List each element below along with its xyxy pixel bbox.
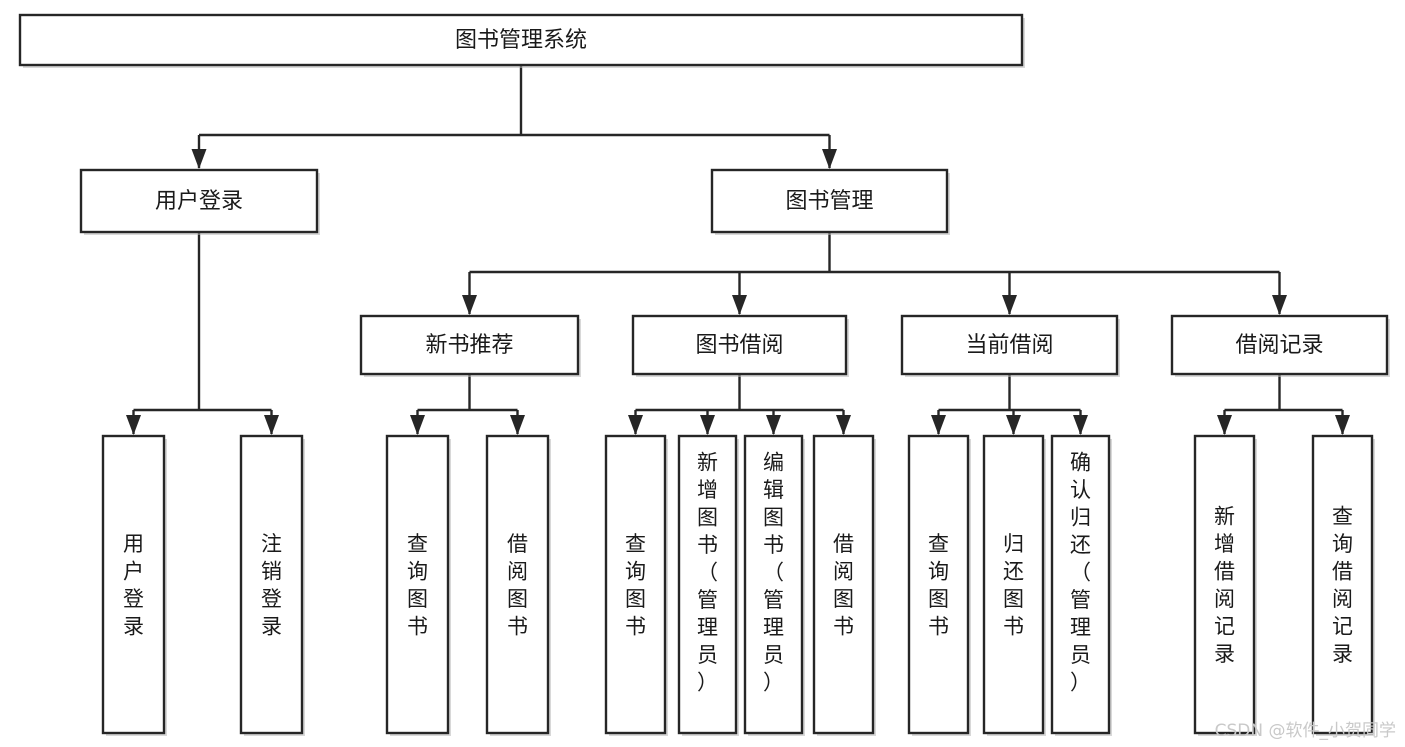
- connector-lines: [126, 65, 1350, 435]
- node-border: [359, 314, 580, 376]
- node-label: 借阅图书: [507, 532, 528, 639]
- node-border: [79, 168, 319, 234]
- node-label: 查询借阅记录: [1332, 504, 1353, 666]
- node-leaf-bb-query-book[interactable]: 查询图书: [604, 434, 668, 736]
- arrow-head: [1006, 415, 1021, 435]
- node-leaf-cb-confirm-return[interactable]: 确认归还（管理员）: [1050, 434, 1112, 736]
- node-border: [1193, 434, 1256, 735]
- node-border: [1311, 434, 1374, 735]
- arrow-head: [264, 415, 279, 435]
- arrow-head: [732, 295, 747, 315]
- node-leaf-bb-edit-book[interactable]: 编辑图书（管理员）: [743, 434, 805, 736]
- node-book-borrow[interactable]: 图书借阅: [631, 314, 849, 377]
- node-label: 当前借阅: [965, 333, 1053, 358]
- node-label: 编辑图书（管理员）: [763, 450, 784, 694]
- arrow-head: [1335, 415, 1350, 435]
- node-label: 借阅图书: [833, 532, 854, 639]
- arrow-head: [510, 415, 525, 435]
- csdn-watermark: CSDN @软件_小贺同学: [1215, 721, 1396, 741]
- node-boxes: 图书管理系统用户登录图书管理新书推荐图书借阅当前借阅借阅记录用户登录注销登录查询…: [18, 13, 1390, 736]
- arrow-head: [410, 415, 425, 435]
- arrow-head: [628, 415, 643, 435]
- node-border: [907, 434, 970, 735]
- node-label: 确认归还（管理员）: [1070, 450, 1091, 694]
- node-root[interactable]: 图书管理系统: [18, 13, 1025, 68]
- node-label: 归还图书: [1003, 532, 1024, 639]
- node-border: [485, 434, 550, 735]
- node-border: [604, 434, 667, 735]
- arrow-head: [1002, 295, 1017, 315]
- arrow-head: [1272, 295, 1287, 315]
- node-label: 查询图书: [928, 532, 949, 639]
- node-label: 新增图书（管理员）: [697, 450, 718, 694]
- node-border: [101, 434, 166, 735]
- arrow-head: [1073, 415, 1088, 435]
- node-border: [677, 434, 738, 735]
- node-border: [743, 434, 804, 735]
- node-leaf-cb-return-book[interactable]: 归还图书: [982, 434, 1046, 736]
- node-label: 新增借阅记录: [1214, 504, 1235, 666]
- node-border: [982, 434, 1045, 735]
- node-leaf-rec-borrow-book[interactable]: 借阅图书: [485, 434, 551, 736]
- node-current-borrow[interactable]: 当前借阅: [900, 314, 1120, 377]
- arrow-head: [1217, 415, 1232, 435]
- node-leaf-rec-query-book[interactable]: 查询图书: [385, 434, 451, 736]
- node-label: 图书管理系统: [455, 28, 587, 53]
- arrow-head: [700, 415, 715, 435]
- arrow-head: [931, 415, 946, 435]
- node-label: 借阅记录: [1235, 333, 1323, 358]
- node-label: 新书推荐: [425, 333, 513, 358]
- arrow-head: [462, 295, 477, 315]
- node-border: [239, 434, 304, 735]
- node-border: [900, 314, 1119, 376]
- node-label: 查询图书: [407, 532, 428, 639]
- node-border: [631, 314, 848, 376]
- node-leaf-cb-query-book[interactable]: 查询图书: [907, 434, 971, 736]
- arrow-head: [126, 415, 141, 435]
- node-border: [710, 168, 949, 234]
- node-new-book-rec[interactable]: 新书推荐: [359, 314, 581, 377]
- node-label: 查询图书: [625, 532, 646, 639]
- node-leaf-user-login[interactable]: 用户登录: [101, 434, 167, 736]
- node-user-login[interactable]: 用户登录: [79, 168, 320, 235]
- node-label: 注销登录: [261, 532, 282, 639]
- node-border: [812, 434, 875, 735]
- arrow-head: [822, 149, 837, 169]
- arrow-head: [836, 415, 851, 435]
- arrow-head: [191, 149, 207, 169]
- node-leaf-br-query-record[interactable]: 查询借阅记录: [1311, 434, 1375, 736]
- node-leaf-bb-borrow-book[interactable]: 借阅图书: [812, 434, 876, 736]
- node-label: 图书借阅: [695, 333, 783, 358]
- node-leaf-br-add-record[interactable]: 新增借阅记录: [1193, 434, 1257, 736]
- node-border: [385, 434, 450, 735]
- node-leaf-bb-add-book[interactable]: 新增图书（管理员）: [677, 434, 739, 736]
- node-leaf-user-logout[interactable]: 注销登录: [239, 434, 305, 736]
- node-border: [18, 13, 1024, 67]
- node-borrow-record[interactable]: 借阅记录: [1170, 314, 1390, 377]
- node-label: 图书管理: [785, 189, 873, 214]
- node-label: 用户登录: [123, 532, 144, 639]
- arrow-head: [766, 415, 781, 435]
- node-label: 用户登录: [155, 189, 243, 214]
- node-border: [1050, 434, 1111, 735]
- node-border: [1170, 314, 1389, 376]
- node-book-manage[interactable]: 图书管理: [710, 168, 950, 235]
